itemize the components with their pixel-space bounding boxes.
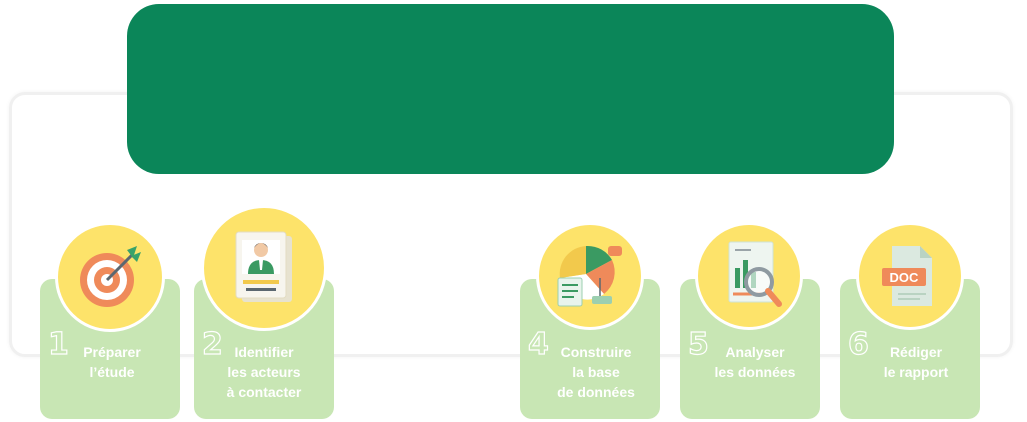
data-charts-icon (536, 222, 644, 330)
title-banner (127, 4, 894, 174)
step-number: 2 (201, 327, 223, 362)
step-number: 4 (527, 327, 549, 362)
step-label: Rédiger le rapport (883, 344, 949, 380)
step-label: Construire la base de données (557, 344, 635, 400)
target-icon (55, 222, 165, 332)
step-number: 1 (47, 327, 69, 362)
step-label: Préparer l’étude (83, 344, 141, 380)
person-profile-icon (201, 205, 327, 331)
doc-file-icon: DOC (856, 222, 964, 330)
step-number: 6 (847, 327, 869, 362)
step-number: 5 (687, 327, 709, 362)
doc-label: DOC (890, 270, 920, 285)
step-label: Analyser les données (714, 344, 796, 380)
step-label: Identifier les acteurs à contacter (226, 344, 302, 400)
magnifier-report-icon (695, 222, 803, 330)
